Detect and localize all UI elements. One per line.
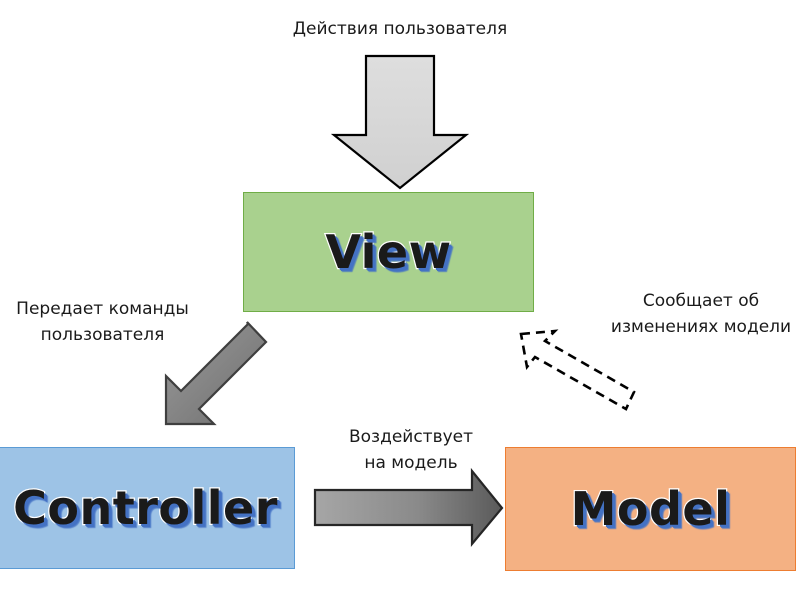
model-to-view-arrow xyxy=(519,329,636,411)
node-controller[interactable]: Controller xyxy=(0,447,295,569)
caption-passes-user-commands: Передает команды пользователя xyxy=(16,299,189,346)
caption-acts-on-model: Воздействует на модель xyxy=(348,427,474,474)
user-actions-arrow xyxy=(330,54,470,190)
caption-notifies-model-changes: Сообщает об изменениях модели xyxy=(610,291,792,338)
node-view[interactable]: View xyxy=(243,192,534,312)
node-view-label: View xyxy=(324,224,452,280)
node-controller-label: Controller xyxy=(12,480,279,536)
node-model-label: Model xyxy=(569,481,731,537)
caption-user-actions: Действия пользователя xyxy=(292,19,508,39)
controller-to-model-arrow xyxy=(313,467,504,548)
view-to-controller-arrow xyxy=(164,321,268,426)
node-model[interactable]: Model xyxy=(505,447,796,571)
